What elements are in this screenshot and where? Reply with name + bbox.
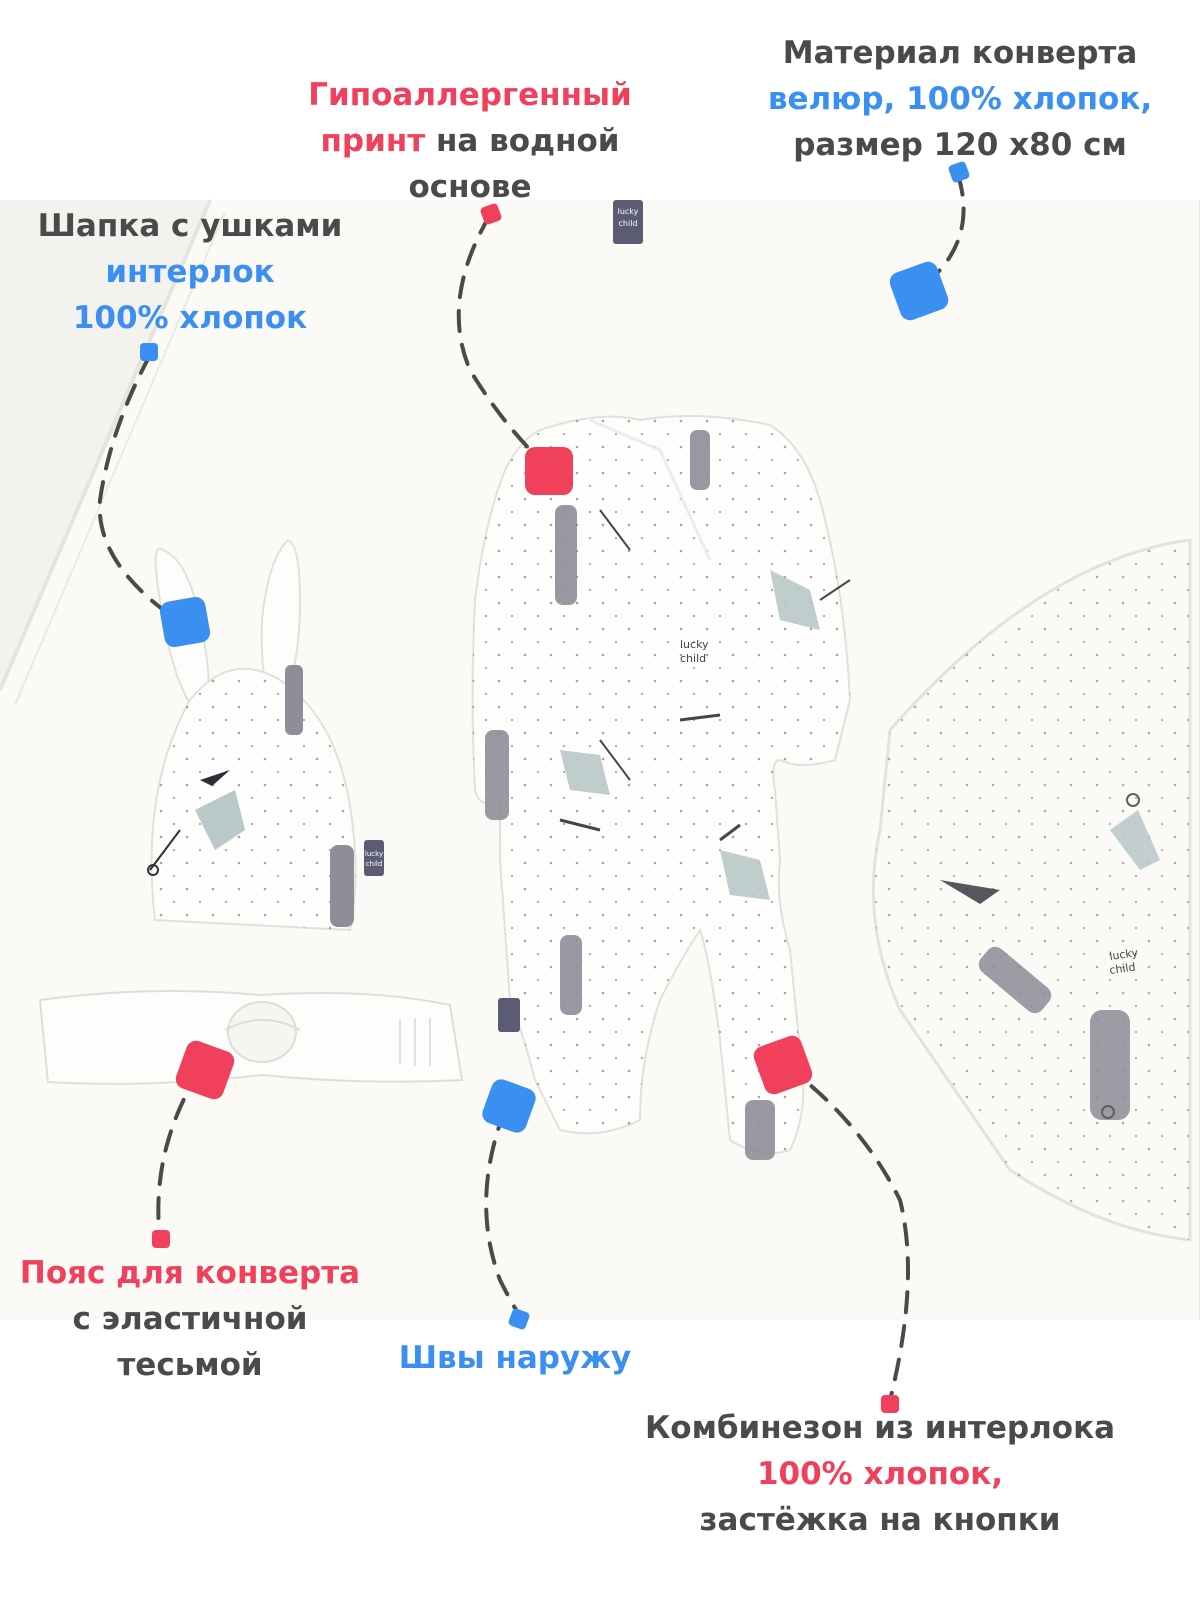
print-caption-accent: принт	[320, 123, 426, 159]
print-marker-small	[480, 203, 502, 225]
print-caption-line3: основе	[408, 169, 532, 205]
envelope-marker-small	[948, 161, 970, 183]
seams-caption-line1: Швы наружу	[398, 1340, 632, 1376]
hat-caption-line1: Шапка с ушками	[37, 208, 343, 244]
callout-markers	[140, 161, 970, 1413]
svg-text:child: child	[1109, 960, 1137, 977]
svg-text:child: child	[680, 652, 706, 665]
envelope-caption-line3: размер 120 х80 см	[793, 127, 1127, 163]
hat-marker-small	[140, 343, 158, 361]
belt-caption-line1: Пояс для конверта	[19, 1255, 361, 1291]
elastic-belt	[38, 990, 464, 1085]
seams-marker	[482, 1079, 536, 1133]
bunny-hat: lucky child	[147, 538, 384, 932]
svg-text:lucky: lucky	[680, 638, 709, 651]
print-caption-line1: Гипоаллергенный	[308, 77, 632, 113]
jumpsuit-caption: Комбинезон из интерлока 100% хлопок, зас…	[630, 1405, 1130, 1543]
baby-jumpsuit: lucky child	[471, 415, 852, 1160]
seams-caption: Швы наружу	[380, 1335, 650, 1381]
envelope-marker	[889, 261, 949, 321]
brand-label: lucky child	[613, 200, 643, 244]
svg-text:lucky: lucky	[1109, 946, 1140, 963]
belt-caption-line3: тесьмой	[117, 1347, 263, 1383]
hat-marker	[159, 596, 211, 648]
svg-text:lucky: lucky	[365, 850, 383, 858]
seams-marker-small	[508, 1308, 530, 1330]
print-caption-line2: принт на водной	[300, 118, 640, 164]
print-caption: Гипоаллергенный принт на водной основе	[300, 72, 640, 210]
jumpsuit-marker-small	[881, 1395, 899, 1413]
belt-caption-line2: с эластичной	[72, 1301, 308, 1337]
print-marker	[525, 447, 573, 495]
envelope-caption-line1: Материал конверта	[782, 35, 1138, 71]
envelope-corner: lucky child	[871, 538, 1192, 1242]
svg-text:lucky: lucky	[618, 207, 639, 216]
envelope-caption-line2: велюр, 100% хлопок,	[767, 81, 1153, 117]
print-caption-rest: на водной	[425, 123, 620, 159]
belt-marker	[175, 1040, 235, 1100]
envelope-material-caption: Материал конверта велюр, 100% хлопок, ра…	[725, 30, 1195, 168]
belt-caption: Пояс для конверта с эластичной тесьмой	[10, 1250, 370, 1388]
jumpsuit-caption-line2: 100% хлопок,	[756, 1456, 1004, 1492]
svg-text:child: child	[619, 219, 638, 228]
hat-caption: Шапка с ушками интерлок 100% хлопок	[20, 203, 360, 341]
belt-marker-small	[152, 1230, 170, 1248]
jumpsuit-caption-line3: застёжка на кнопки	[699, 1502, 1061, 1538]
hat-caption-line2: интерлок	[105, 254, 275, 290]
jumpsuit-marker	[753, 1035, 813, 1095]
jumpsuit-caption-line1: Комбинезон из интерлока	[644, 1410, 1116, 1446]
hat-caption-line3: 100% хлопок	[72, 300, 308, 336]
svg-text:child: child	[366, 860, 383, 868]
